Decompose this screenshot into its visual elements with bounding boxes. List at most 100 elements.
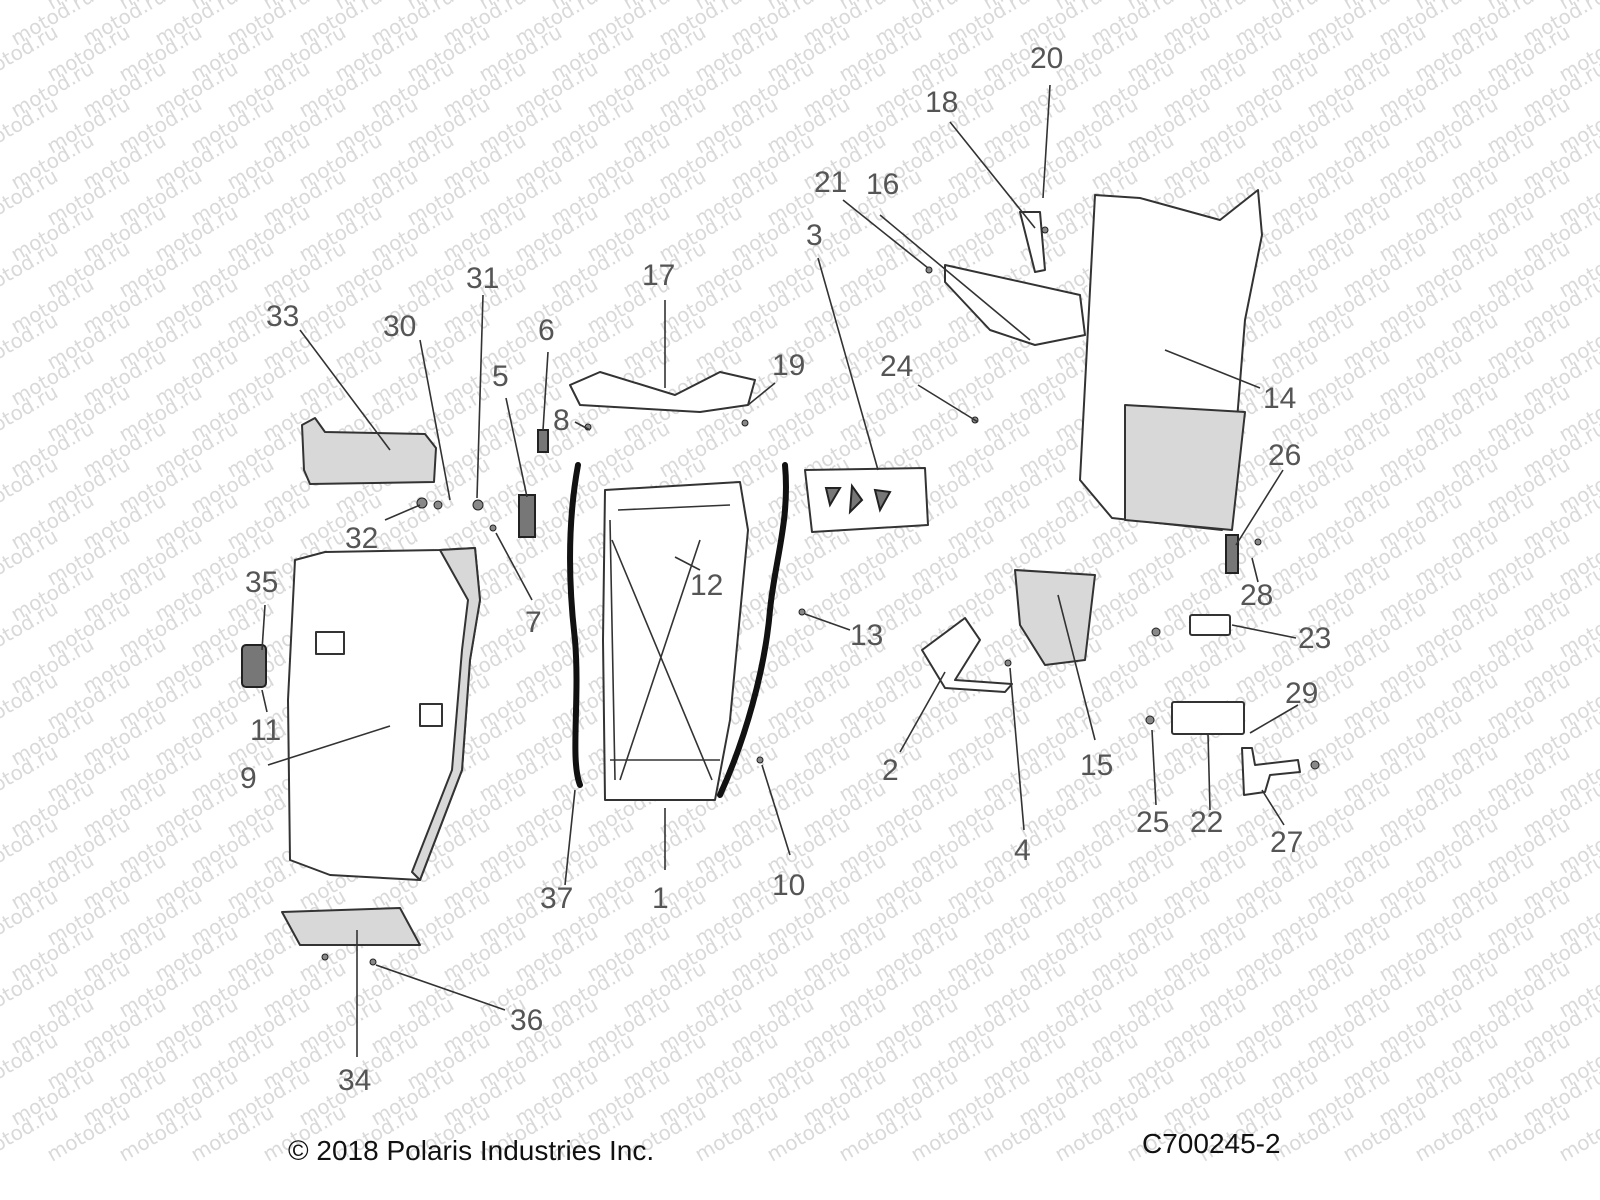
part-15-bin xyxy=(1014,569,1096,666)
leader-lines xyxy=(261,84,1299,1057)
callout-24: 24 xyxy=(880,350,913,383)
leader-25 xyxy=(1151,729,1157,806)
callout-21: 21 xyxy=(814,166,847,199)
part-35-handle xyxy=(241,644,267,688)
callout-9: 9 xyxy=(240,762,257,795)
leader-18 xyxy=(949,121,1036,229)
watermark-layer: motod.rumotod.rumotod.rumotod.rumotod.ru… xyxy=(0,0,1600,1166)
leader-15 xyxy=(1057,594,1096,741)
callout-23: 23 xyxy=(1298,622,1331,655)
part-3-plate xyxy=(804,467,929,533)
leader-12 xyxy=(674,556,701,571)
leader-26 xyxy=(1235,469,1284,546)
callout-3: 3 xyxy=(806,219,823,252)
callout-30: 30 xyxy=(383,310,416,343)
leader-7 xyxy=(495,532,533,601)
fastener xyxy=(1310,760,1320,770)
part-22-plate xyxy=(1171,701,1245,735)
leader-20 xyxy=(1042,84,1051,199)
callout-6: 6 xyxy=(538,314,555,347)
callout-27: 27 xyxy=(1270,826,1303,859)
part-14-shade xyxy=(1124,404,1246,531)
leader-10 xyxy=(761,764,791,856)
part-9-door-panel-edge xyxy=(411,547,481,881)
part-27-bracket xyxy=(1241,747,1301,796)
leader-9 xyxy=(267,725,391,766)
part-16-bracket xyxy=(944,264,1086,346)
callout-7: 7 xyxy=(525,606,542,639)
part-6-pin xyxy=(537,429,549,453)
fastener xyxy=(741,419,749,427)
callout-13: 13 xyxy=(850,619,883,652)
callout-33: 33 xyxy=(266,300,299,333)
callout-31: 31 xyxy=(466,262,499,295)
leader-13 xyxy=(804,613,851,631)
leader-16 xyxy=(879,214,1031,341)
callout-19: 19 xyxy=(772,349,805,382)
leader-31 xyxy=(476,294,484,499)
callout-1: 1 xyxy=(652,882,669,915)
callout-2: 2 xyxy=(882,754,899,787)
part-33-upper-trim xyxy=(301,417,437,485)
leader-29 xyxy=(1249,704,1299,734)
callout-14: 14 xyxy=(1263,382,1296,415)
leader-6 xyxy=(542,351,549,431)
callout-5: 5 xyxy=(492,360,509,393)
fastener xyxy=(1004,659,1012,667)
leader-8 xyxy=(574,421,591,431)
callout-8: 8 xyxy=(553,404,570,437)
leader-22 xyxy=(1207,733,1211,811)
callout-10: 10 xyxy=(772,869,805,902)
leader-5 xyxy=(505,397,528,498)
leader-36 xyxy=(375,964,506,1011)
leader-32 xyxy=(384,504,421,521)
fastener xyxy=(489,524,497,532)
fastener xyxy=(1145,715,1155,725)
part-3-cutouts xyxy=(824,483,892,515)
part-37-seal xyxy=(567,462,583,788)
callout-35: 35 xyxy=(245,566,278,599)
callout-25: 25 xyxy=(1136,806,1169,839)
leader-4 xyxy=(1009,667,1025,831)
callout-numbers: 1 2 3 4 5 6 7 8 9 10 11 12 13 14 15 16 1… xyxy=(240,42,1331,1097)
leader-30 xyxy=(419,339,451,501)
fastener xyxy=(756,756,764,764)
figure-code: C700245-2 xyxy=(1142,1128,1281,1159)
leader-19 xyxy=(747,382,776,406)
fastener xyxy=(321,953,329,961)
part-9-opening-lower xyxy=(419,703,443,727)
callout-28: 28 xyxy=(1240,579,1273,612)
part-26-hinge xyxy=(1225,534,1239,574)
part-17-upper-panel xyxy=(569,371,756,413)
callout-20: 20 xyxy=(1030,42,1063,75)
copyright-text: © 2018 Polaris Industries Inc. xyxy=(288,1135,654,1166)
callout-36: 36 xyxy=(510,1004,543,1037)
leader-2 xyxy=(899,671,946,753)
part-9-opening-upper xyxy=(315,631,345,655)
leader-27 xyxy=(1261,789,1285,826)
leader-14 xyxy=(1164,349,1261,389)
callout-34: 34 xyxy=(338,1064,371,1097)
fastener xyxy=(472,499,484,511)
fastener xyxy=(1151,627,1161,637)
leader-23 xyxy=(1231,624,1297,639)
leader-3 xyxy=(817,257,879,471)
leader-28 xyxy=(1251,557,1259,583)
parts-drawing xyxy=(241,189,1320,966)
leader-37 xyxy=(564,789,576,886)
part-1-frame-inner xyxy=(609,504,731,781)
callout-37: 37 xyxy=(540,882,573,915)
callout-18: 18 xyxy=(925,86,958,119)
fastener xyxy=(1254,538,1262,546)
callout-17: 17 xyxy=(642,259,675,292)
part-10-seal xyxy=(717,462,789,798)
callout-29: 29 xyxy=(1285,677,1318,710)
callout-15: 15 xyxy=(1080,749,1113,782)
leader-33 xyxy=(299,329,391,451)
callout-22: 22 xyxy=(1190,806,1223,839)
fastener xyxy=(369,958,377,966)
callout-26: 26 xyxy=(1268,439,1301,472)
fastener xyxy=(433,500,443,510)
part-23-plate xyxy=(1189,614,1231,636)
